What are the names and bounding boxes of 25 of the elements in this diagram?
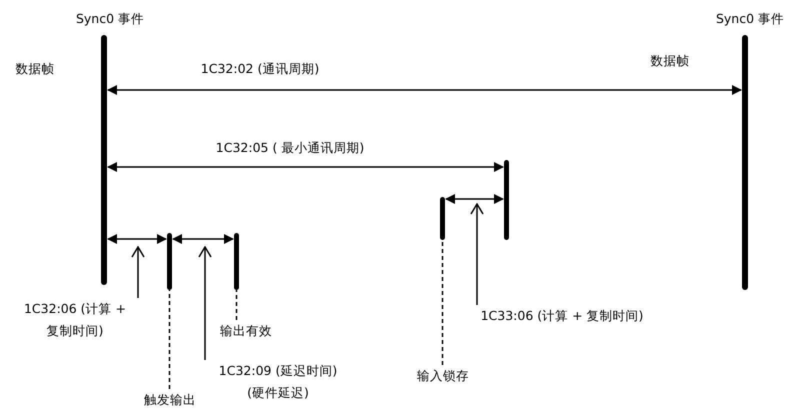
timing-label: 1C33:06 (计算 + 复制时间) — [462, 305, 662, 327]
event-bar — [234, 233, 239, 290]
dashed-leader-line — [168, 290, 170, 389]
timing-label: 1C32:06 (计算 + 复制时间) — [10, 298, 140, 342]
event-label: Sync0 事件 — [74, 10, 146, 28]
event-bar — [167, 233, 172, 290]
event-bar — [440, 197, 445, 240]
frame-label: 数据帧 — [14, 60, 56, 78]
timing-label: 输出有效 — [211, 320, 281, 342]
event-label: Sync0 事件 — [714, 10, 786, 28]
time-span-arrow — [107, 234, 167, 244]
dashed-leader-line — [236, 290, 238, 320]
time-span-arrow — [445, 194, 504, 204]
leader-line — [131, 246, 145, 298]
dashed-leader-line — [442, 240, 444, 365]
leader-line — [470, 203, 484, 305]
time-span-arrow — [172, 234, 234, 244]
edge-label: 1C32:05 ( 最小通讯周期) — [214, 139, 366, 157]
leader-line — [198, 246, 212, 360]
event-bar — [504, 160, 509, 240]
timing-label: 输入锁存 — [410, 365, 476, 387]
time-span-arrow — [107, 85, 742, 95]
frame-label: 数据帧 — [650, 52, 690, 70]
edge-label: 1C32:02 (通讯周期) — [200, 60, 320, 78]
time-span-arrow — [107, 162, 504, 172]
